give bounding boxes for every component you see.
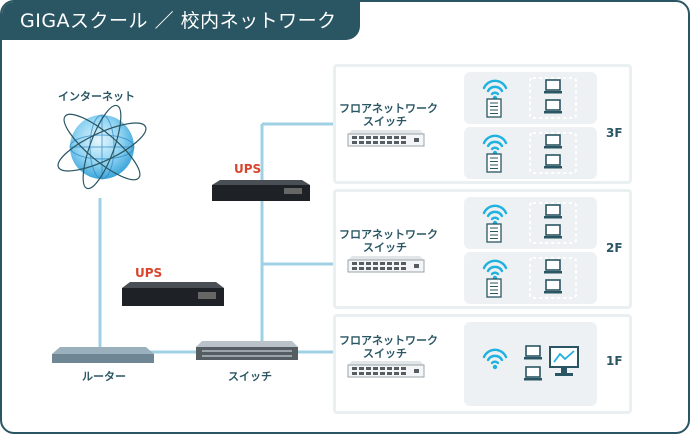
laptop-icon (524, 345, 542, 360)
device-group-frame (529, 257, 577, 299)
floor-switch-label: フロアネットワークスイッチ (339, 334, 438, 360)
floor-switch-icon (347, 256, 425, 273)
wifi-icon (482, 348, 508, 370)
laptop-icon (544, 134, 562, 149)
device-group-frame (529, 77, 577, 119)
floor-switch-label: フロアネットワークスイッチ (339, 102, 438, 128)
laptop-icon (544, 279, 562, 294)
laptop-icon (544, 79, 562, 94)
wifi-icon (482, 259, 508, 281)
floor-switch-icon (347, 361, 425, 378)
ups-label: UPS (135, 266, 163, 280)
wifi-icon (482, 79, 508, 101)
switch-label: スイッチ (228, 370, 272, 383)
storage-cabinet-icon (486, 223, 502, 243)
laptop-icon (544, 99, 562, 114)
laptop-icon (524, 366, 542, 381)
floor-switch-icon (347, 130, 425, 147)
monitor-icon (549, 346, 579, 376)
laptop-icon (544, 224, 562, 239)
wifi-icon (482, 134, 508, 156)
internet-label: インターネット (58, 90, 135, 103)
laptop-icon (544, 204, 562, 219)
laptop-icon (544, 259, 562, 274)
floor-switch-label: フロアネットワークスイッチ (339, 228, 438, 254)
page-title: GIGAスクール ／ 校内ネットワーク (2, 2, 360, 40)
router-label: ルーター (82, 370, 126, 383)
storage-cabinet-icon (486, 278, 502, 298)
floor-label-2f: 2F (606, 241, 623, 255)
laptop-icon (544, 154, 562, 169)
floor-label-3f: 3F (606, 126, 623, 140)
device-group-frame (529, 202, 577, 244)
device-group-frame (529, 132, 577, 174)
wifi-icon (482, 204, 508, 226)
ups-label: UPS (234, 162, 262, 176)
storage-cabinet-icon (486, 98, 502, 118)
storage-cabinet-icon (486, 153, 502, 173)
floor-label-1f: 1F (606, 354, 623, 368)
